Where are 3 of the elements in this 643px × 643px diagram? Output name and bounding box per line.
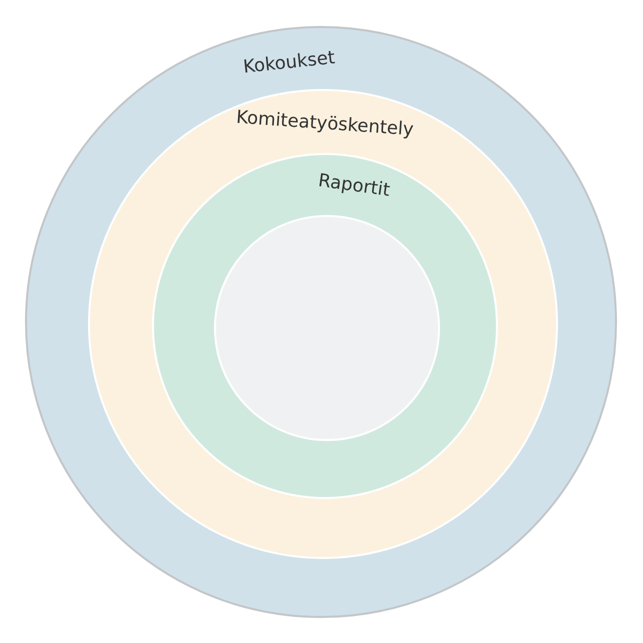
ring-label: Komiteatyöskentely: [235, 106, 414, 140]
ring-label: Raportit: [316, 170, 392, 200]
ring-label: Kokoukset: [242, 46, 336, 78]
